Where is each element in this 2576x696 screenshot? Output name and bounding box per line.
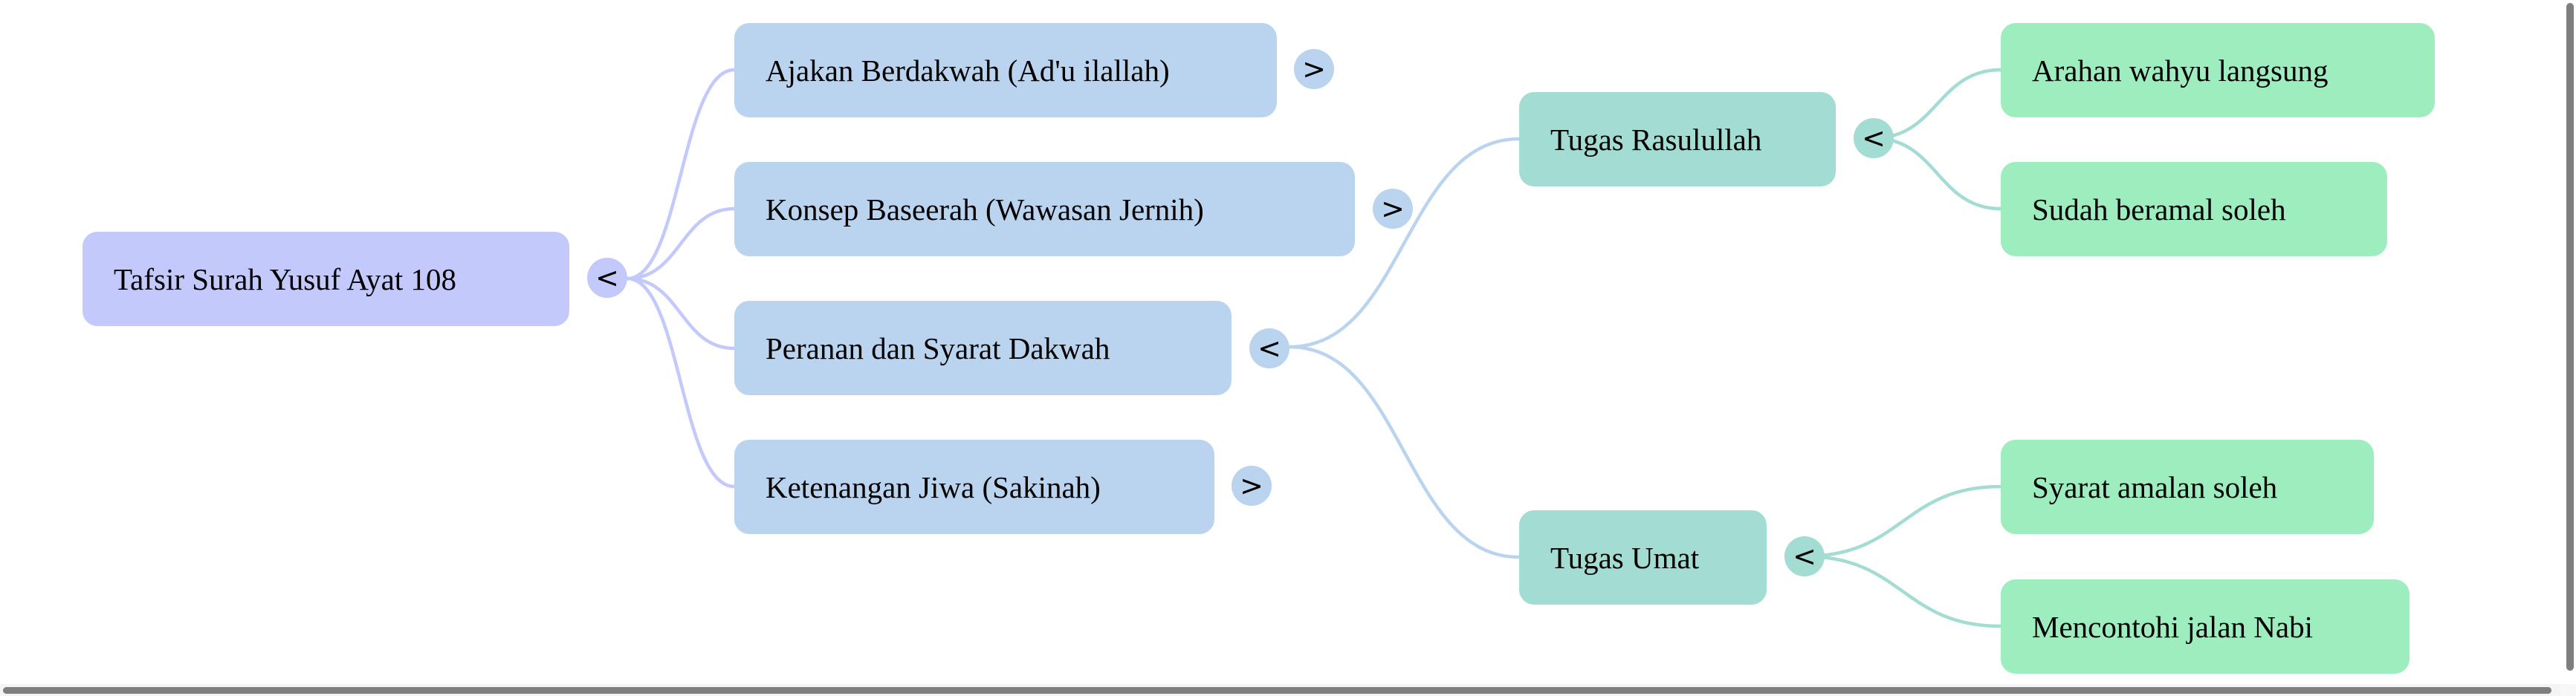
node-ajakan-berdakwah[interactable]: Ajakan Berdakwah (Ad'u ilallah) [734,23,1277,117]
link-peranan-umat [1289,345,1520,559]
node-label: Konsep Baseerah (Wawasan Jernih) [766,192,1204,227]
node-label: Tugas Umat [1550,540,1700,575]
node-label: Ketenangan Jiwa (Sakinah) [766,469,1101,504]
node-label: Ajakan Berdakwah (Ad'u ilallah) [766,53,1170,88]
link-root-peranan [627,276,735,351]
collapse-chevron-icon: < [595,261,619,294]
node-ketenangan-jiwa[interactable]: Ketenangan Jiwa (Sakinah) [734,440,1214,534]
link-umat-mencontohi [1804,554,2001,628]
collapse-chevron-icon: < [1258,332,1281,365]
collapse-chevron-icon: < [1793,540,1816,573]
expand-chevron-icon: > [1240,469,1263,502]
root-node[interactable]: Tafsir Surah Yusuf Ayat 108 [82,232,569,326]
leaf-mencontohi-jalan[interactable]: Mencontohi jalan Nabi [2001,579,2410,674]
root-node-label: Tafsir Surah Yusuf Ayat 108 [114,261,457,296]
collapse-toggle-peranan[interactable]: < [1249,328,1289,368]
node-label: Syarat amalan soleh [2032,469,2278,504]
node-label: Tugas Rasulullah [1550,122,1762,157]
node-tugas-umat[interactable]: Tugas Umat [1519,510,1767,605]
expand-toggle-ajakan[interactable]: > [1294,49,1334,89]
scrollbar-corner [2561,684,2576,696]
node-tugas-rasulullah[interactable]: Tugas Rasulullah [1519,92,1836,186]
link-root-ajakan [627,68,735,281]
node-konsep-baseerah[interactable]: Konsep Baseerah (Wawasan Jernih) [734,162,1355,256]
link-rasulullah-arahan [1873,68,2001,140]
collapse-chevron-icon: < [1862,122,1886,155]
node-peranan-syarat-dakwah[interactable]: Peranan dan Syarat Dakwah [734,301,1232,395]
collapse-toggle-tugas-umat[interactable]: < [1784,536,1825,576]
expand-chevron-icon: > [1302,53,1326,85]
link-root-ketenangan [627,276,735,489]
root-collapse-toggle[interactable]: < [587,258,627,298]
leaf-syarat-amalan[interactable]: Syarat amalan soleh [2001,440,2374,534]
link-root-konsep [627,206,735,281]
vertical-scrollbar-thumb[interactable] [2566,3,2574,671]
link-umat-syarat [1804,484,2001,559]
node-label: Peranan dan Syarat Dakwah [766,331,1110,365]
horizontal-scrollbar-thumb[interactable] [3,687,2551,694]
link-peranan-rasulullah [1289,137,1520,349]
link-rasulullah-sudah [1873,136,2001,211]
expand-toggle-ketenangan[interactable]: > [1232,466,1272,506]
leaf-sudah-beramal[interactable]: Sudah beramal soleh [2001,162,2387,256]
node-label: Arahan wahyu langsung [2032,53,2329,88]
node-label: Sudah beramal soleh [2032,192,2286,227]
expand-toggle-konsep[interactable]: > [1373,189,1413,229]
expand-chevron-icon: > [1381,192,1405,225]
node-label: Mencontohi jalan Nabi [2032,609,2314,644]
collapse-toggle-tugas-rasulullah[interactable]: < [1854,118,1894,158]
leaf-arahan-wahyu[interactable]: Arahan wahyu langsung [2001,23,2435,117]
